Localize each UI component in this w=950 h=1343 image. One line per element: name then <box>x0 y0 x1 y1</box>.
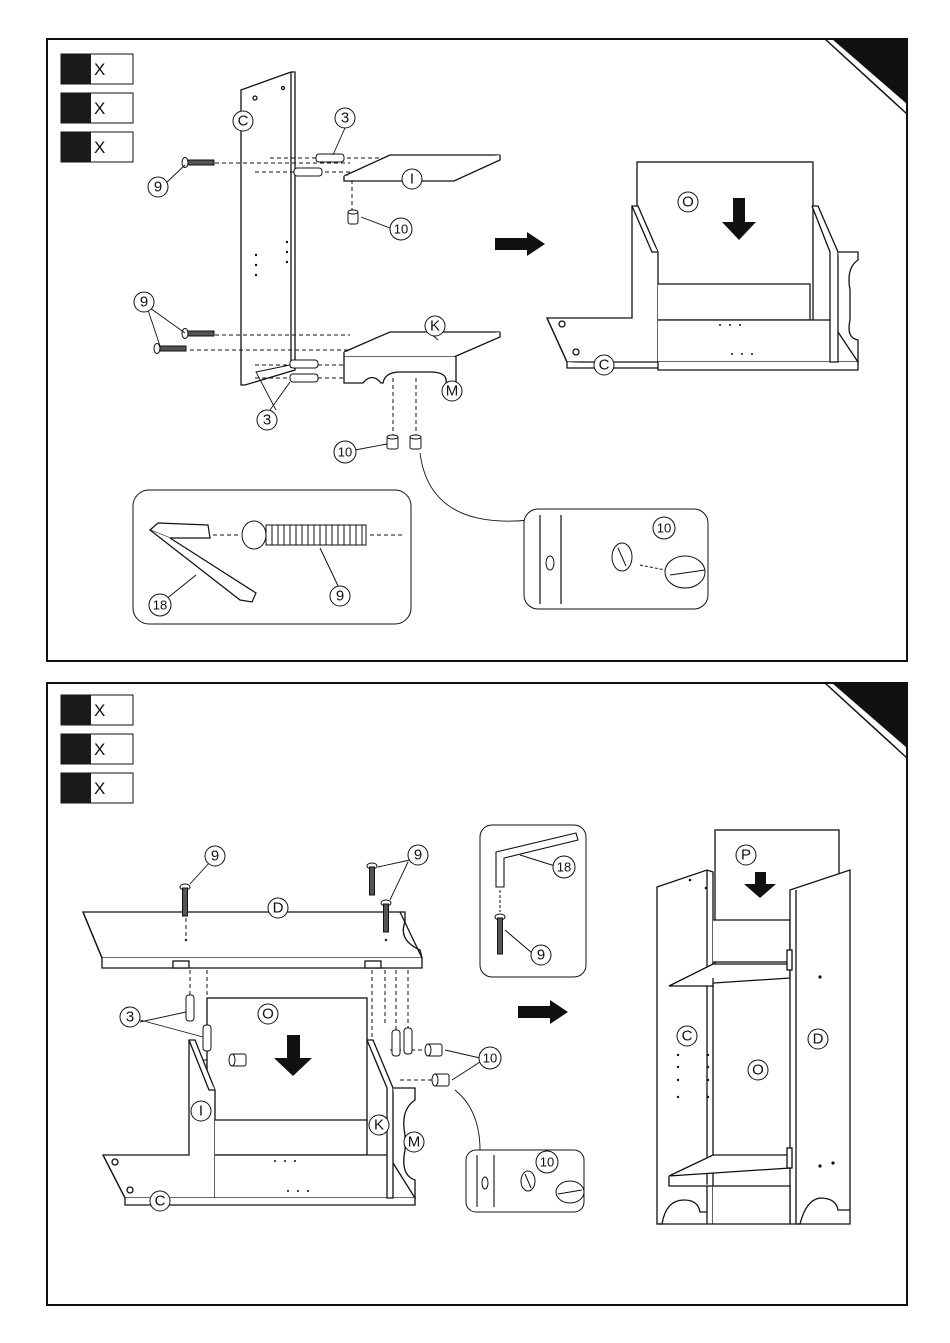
step-2-qty-box-3: X <box>61 773 133 803</box>
label-bolt-9: 9 <box>148 177 168 197</box>
svg-text:K: K <box>430 318 440 335</box>
cam-lock-icon <box>425 1044 442 1056</box>
cam-lock-icon <box>387 435 398 449</box>
label-result-o: O <box>748 1060 768 1080</box>
detail-hexkey-bolt: 18 9 <box>480 825 586 977</box>
svg-text:D: D <box>813 1031 824 1048</box>
label-top-d: D <box>268 898 288 918</box>
cam-lock-icon <box>229 1054 246 1066</box>
label-dowels-3: 3 <box>120 1007 140 1027</box>
label-dowel-3: 3 <box>257 410 277 430</box>
svg-text:9: 9 <box>414 847 422 864</box>
label-shelf-k: K <box>369 1115 389 1135</box>
label-cam-10-detail: 10 <box>536 1151 558 1173</box>
cam-lock-icon <box>348 210 358 224</box>
cam-lock-icon <box>432 1074 449 1086</box>
qty-label: X <box>94 701 105 720</box>
step-1-panel: X X X <box>47 39 907 661</box>
svg-text:K: K <box>374 1117 384 1134</box>
label-shelf-i: I <box>191 1101 211 1121</box>
svg-text:C: C <box>238 113 249 130</box>
label-hexkey-18: 18 <box>553 856 575 878</box>
svg-text:18: 18 <box>153 598 167 613</box>
detail-cam-lock: 10 <box>524 509 708 609</box>
svg-text:9: 9 <box>211 848 219 865</box>
svg-text:P: P <box>741 847 751 864</box>
detail-hexkey-bolt: 18 9 <box>133 490 411 624</box>
svg-text:10: 10 <box>657 521 671 536</box>
svg-text:18: 18 <box>557 860 571 875</box>
label-base-m: M <box>442 381 462 401</box>
svg-text:3: 3 <box>263 412 271 429</box>
qty-label: X <box>94 60 105 79</box>
label-cams-10: 10 <box>334 441 356 463</box>
svg-text:O: O <box>682 194 694 211</box>
svg-text:3: 3 <box>341 110 349 127</box>
cam-lock-icon <box>410 435 421 449</box>
svg-text:10: 10 <box>483 1051 497 1066</box>
svg-text:10: 10 <box>394 222 408 237</box>
label-panel-o: O <box>678 192 698 212</box>
svg-text:C: C <box>599 357 610 374</box>
step-1-qty-box-2: X <box>61 93 133 123</box>
step-1-qty-box-3: X <box>61 132 133 162</box>
svg-text:I: I <box>199 1103 203 1120</box>
label-cams-10: 10 <box>479 1047 501 1069</box>
svg-text:10: 10 <box>540 1155 554 1170</box>
svg-text:C: C <box>155 1193 166 1210</box>
svg-text:3: 3 <box>126 1009 134 1026</box>
label-panel-o: O <box>258 1004 278 1024</box>
svg-text:O: O <box>262 1006 274 1023</box>
detail-cam-lock: 10 <box>466 1150 584 1212</box>
label-cam-10-detail: 10 <box>653 517 675 539</box>
svg-text:D: D <box>273 900 284 917</box>
svg-text:9: 9 <box>336 588 344 605</box>
step-1-qty-box-1: X <box>61 54 133 84</box>
label-bolt-9-detail: 9 <box>531 945 551 965</box>
step-2-qty-box-2: X <box>61 734 133 764</box>
label-result-d: D <box>808 1029 828 1049</box>
svg-text:9: 9 <box>154 179 162 196</box>
step-2-panel: X X X <box>47 683 907 1305</box>
qty-label: X <box>94 779 105 798</box>
svg-text:9: 9 <box>537 947 545 964</box>
svg-text:M: M <box>446 383 459 400</box>
svg-text:I: I <box>410 171 414 188</box>
label-bolt-9-detail: 9 <box>330 586 350 606</box>
label-bolt-9-left: 9 <box>205 846 225 866</box>
label-shelf-k: K <box>425 316 445 336</box>
step-2-qty-box-1: X <box>61 695 133 725</box>
qty-label: X <box>94 99 105 118</box>
svg-text:10: 10 <box>338 445 352 460</box>
label-hexkey-18: 18 <box>149 594 171 616</box>
label-cam-10: 10 <box>390 218 412 240</box>
svg-text:9: 9 <box>140 294 148 311</box>
label-part-3: 3 <box>335 108 355 128</box>
top-panel-d <box>83 912 422 968</box>
label-panel-p: P <box>736 845 756 865</box>
label-panel-c: C <box>233 111 253 131</box>
qty-label: X <box>94 138 105 157</box>
bolt-detail-icon <box>242 521 366 549</box>
svg-text:M: M <box>408 1134 421 1151</box>
label-base-m: M <box>404 1132 424 1152</box>
label-shelf-i: I <box>402 169 422 189</box>
label-bolts-9: 9 <box>134 292 154 312</box>
label-panel-c-result: C <box>594 355 614 375</box>
qty-label: X <box>94 740 105 759</box>
svg-text:C: C <box>682 1028 693 1045</box>
label-panel-c: C <box>150 1191 170 1211</box>
svg-text:O: O <box>752 1062 764 1079</box>
label-result-c: C <box>677 1026 697 1046</box>
label-bolts-9-right: 9 <box>408 845 428 865</box>
